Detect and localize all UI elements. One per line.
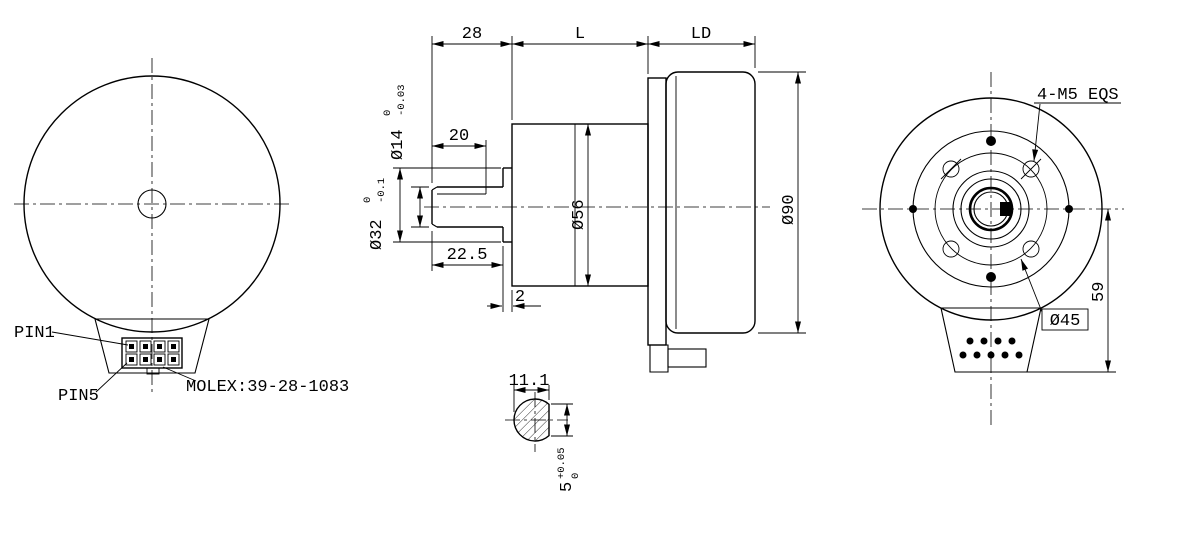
- dia14-label: Ø14: [389, 129, 408, 160]
- pin1-label: PIN1: [14, 324, 55, 343]
- molex-part-label: MOLEX:39-28-1083: [186, 378, 349, 397]
- side-connector: [649, 344, 707, 373]
- dim-5-tol-lower: 0: [570, 473, 582, 479]
- dim-5-label: 5: [558, 482, 577, 492]
- hub-outer-circle: [952, 170, 1030, 248]
- dowel-pin-top: [986, 136, 996, 146]
- front-view: PIN1 PIN5 MOLEX:39-28-1083: [14, 58, 349, 406]
- motor-body: [665, 71, 756, 334]
- dia32-label: Ø32: [368, 219, 387, 250]
- pilot-boss: [502, 167, 512, 243]
- shaft-section-view: 11.1 5 +0.05 0: [505, 372, 582, 492]
- pin1-leader: [51, 331, 129, 346]
- shaft-hole: [137, 189, 167, 219]
- side-view: 28 L LD 20 Ø14 0 -0.03 Ø3: [362, 25, 806, 373]
- motor-rear-outline: [879, 97, 1103, 321]
- dim-LD-label: LD: [691, 25, 711, 44]
- dim-28-label: 28: [462, 25, 482, 44]
- m5-callout-label: 4-M5 EQS: [1037, 86, 1119, 105]
- dim-dia90: Ø90: [758, 71, 806, 334]
- rear-view: 4-M5 EQS Ø45 59: [862, 72, 1124, 428]
- motor-face-outline: [23, 75, 281, 333]
- keyway: [1000, 202, 1011, 216]
- connector-pins: [125, 340, 180, 366]
- connector-latch: [146, 367, 160, 375]
- thread-slash: [1020, 158, 1042, 180]
- dim-5: 5 +0.05 0: [551, 403, 582, 492]
- dim-22-5-label: 22.5: [447, 246, 488, 265]
- dim-28-L-LD: 28 L LD: [431, 25, 756, 183]
- dim-59-label: 59: [1090, 282, 1109, 302]
- callout-dia45: Ø45: [1020, 258, 1089, 331]
- dia90-label: Ø90: [780, 194, 799, 225]
- mounting-flange: [647, 77, 667, 346]
- dowel-pin-bottom: [986, 272, 996, 282]
- hub-inner-circle: [960, 178, 1022, 240]
- notch-right: [1065, 205, 1073, 213]
- dim-dia32: Ø32 0 -0.1: [362, 167, 501, 250]
- pin5-leader: [95, 362, 128, 393]
- dim-dia14: Ø14 0 -0.03: [382, 84, 429, 228]
- rear-connector-pins: [959, 337, 1023, 359]
- dia56-label: Ø56: [570, 199, 589, 230]
- dim-2: 2: [487, 288, 541, 312]
- connector-housing: [94, 318, 210, 374]
- dim-2-label: 2: [515, 288, 525, 307]
- shaft-cross-section: [513, 398, 550, 442]
- dim-59: 59: [1027, 209, 1116, 373]
- dim-20-label: 20: [449, 127, 469, 146]
- dim-22-5: 22.5: [431, 231, 504, 312]
- bolt-circle: [934, 152, 1048, 266]
- dia32-tol-upper: 0: [362, 197, 374, 203]
- dia14-tol-upper: 0: [382, 110, 394, 116]
- pin5-label: PIN5: [58, 387, 99, 406]
- dim-11-1-label: 11.1: [509, 372, 550, 391]
- output-shaft: [431, 186, 503, 228]
- callout-4m5: 4-M5 EQS: [1032, 86, 1121, 162]
- dim-11-1: 11.1: [509, 372, 550, 412]
- bearing-ring: [968, 186, 1014, 232]
- dim-L-label: L: [575, 25, 585, 44]
- molex-leader: [162, 366, 197, 382]
- notch-left: [909, 205, 917, 213]
- thread-slash: [940, 158, 962, 180]
- dia45-label: Ø45: [1050, 312, 1081, 331]
- dia32-tol-lower: -0.1: [376, 178, 388, 203]
- dim-dia56: Ø56: [570, 124, 591, 286]
- dim-5-tol-upper: +0.05: [556, 447, 568, 479]
- dim-20: 20: [432, 127, 487, 190]
- m5-screw-holes: [940, 158, 1042, 258]
- dia14-tol-lower: -0.03: [396, 84, 408, 116]
